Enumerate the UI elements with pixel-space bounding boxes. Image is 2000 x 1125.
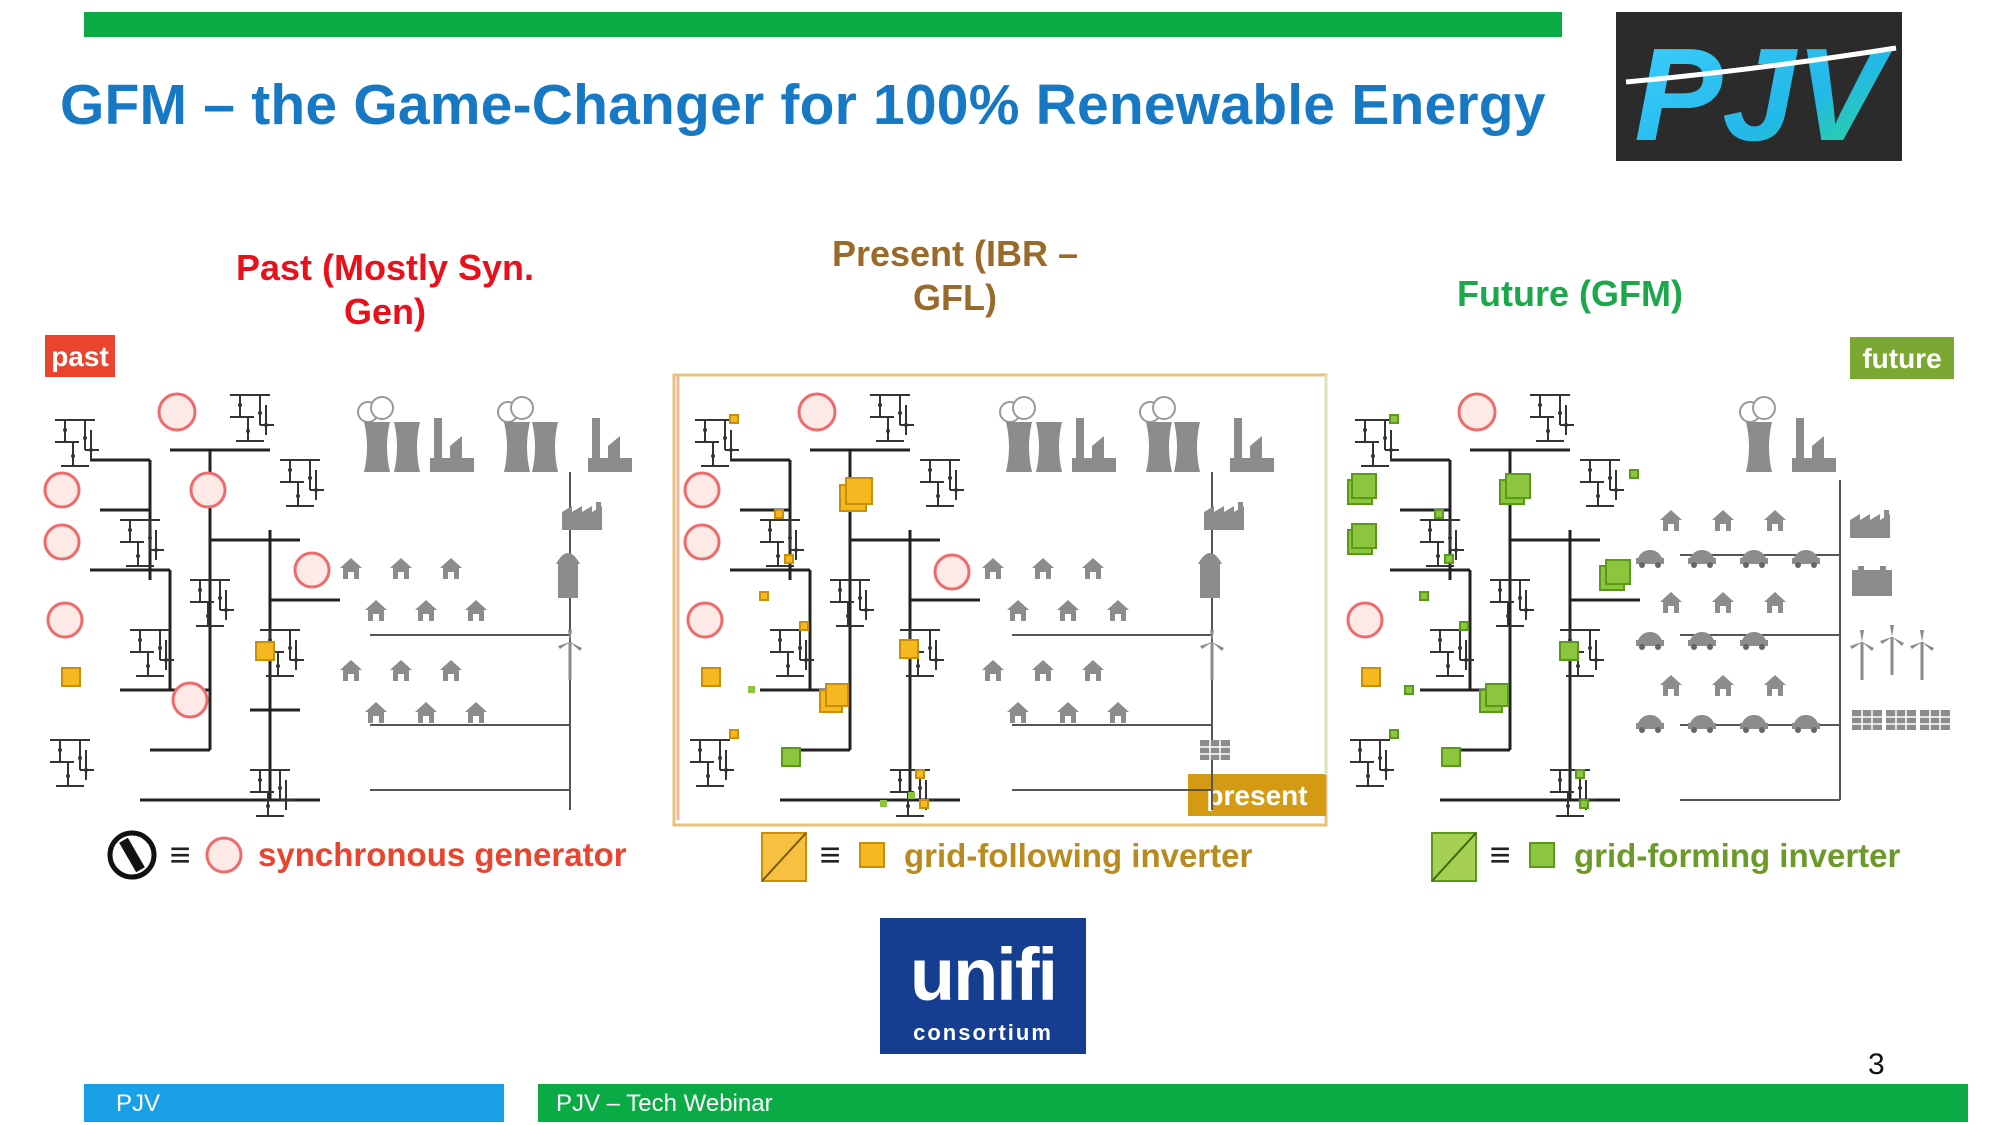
present-heading: Present (IBR – GFL) <box>780 232 1130 320</box>
future-panel: future <box>1324 337 1954 817</box>
pjv-logo: PJV <box>1616 12 1902 161</box>
unifi-logo-sub: consortium <box>913 1020 1053 1045</box>
present-tag: present <box>1206 780 1307 811</box>
svg-text:PJV: PJV <box>1634 21 1893 161</box>
equiv-symbol: ≡ <box>169 834 190 875</box>
past-heading-line1: Past (Mostly Syn. <box>235 247 535 288</box>
legend-synchronous: ≡ synchronous generator <box>107 830 627 880</box>
footer-left-bar: PJV <box>84 1084 504 1122</box>
equiv-symbol: ≡ <box>1489 834 1510 875</box>
unifi-logo-word: unifi <box>909 933 1058 1016</box>
footer-left-text: PJV <box>116 1090 161 1117</box>
past-panel: past <box>43 335 680 820</box>
legend-grid-following-label: grid-following inverter <box>904 837 1252 874</box>
present-heading-line1: Present (IBR – <box>831 233 1079 274</box>
unifi-consortium-logo: unifi consortium <box>880 918 1086 1054</box>
future-heading-line1: Future (GFM) <box>1457 273 1683 314</box>
past-heading: Past (Mostly Syn. Gen) <box>200 246 570 334</box>
past-tag: past <box>51 341 109 372</box>
present-heading-line2: GFL) <box>913 277 997 318</box>
future-heading: Future (GFM) <box>1400 272 1740 316</box>
present-panel: present <box>672 373 1328 827</box>
legend-synchronous-label: synchronous generator <box>258 836 627 873</box>
grid-evolution-figure: past p <box>43 335 1954 882</box>
equiv-symbol: ≡ <box>819 834 840 875</box>
footer-right-text: PJV – Tech Webinar <box>556 1090 773 1117</box>
top-accent-bar <box>84 12 1562 37</box>
past-heading-line2: Gen) <box>343 291 426 332</box>
page-number: 3 <box>1868 1048 1885 1081</box>
slide-title: GFM – the Game-Changer for 100% Renewabl… <box>60 73 1546 137</box>
footer-right-bar: PJV – Tech Webinar <box>538 1084 1968 1122</box>
future-tag: future <box>1862 343 1941 374</box>
legend-grid-forming-label: grid-forming inverter <box>1574 837 1901 874</box>
legend-grid-following: ≡ grid-following inverter <box>761 832 1252 882</box>
legend-grid-forming: ≡ grid-forming inverter <box>1431 832 1901 882</box>
